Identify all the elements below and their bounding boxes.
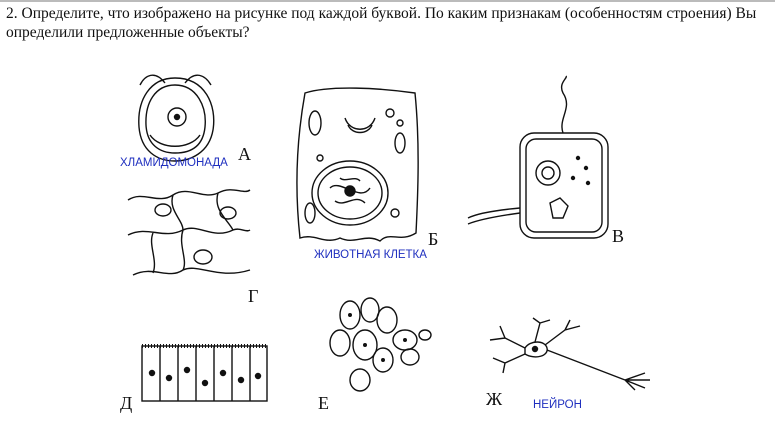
chlamydomonas-drawing: [138, 74, 215, 162]
yeast-drawing: [329, 297, 432, 392]
letter-b: Б: [428, 229, 439, 249]
answer-zh: НЕЙРОН: [533, 399, 582, 411]
letter-e: Е: [318, 393, 329, 413]
letter-zh: Ж: [486, 389, 503, 409]
plant-cell-drawing: [467, 75, 609, 239]
divider: [0, 0, 775, 2]
neuron-drawing: [489, 317, 650, 391]
epidermis-drawing: [127, 189, 251, 276]
letter-g: Г: [248, 286, 259, 306]
answer-a: ХЛАМИДОМОНАДА: [120, 157, 228, 169]
epithelium-drawing: [141, 344, 268, 402]
letter-d: Д: [120, 393, 133, 413]
letter-v: В: [612, 226, 625, 246]
answer-b: ЖИВОТНАЯ КЛЕТКА: [314, 249, 427, 261]
letter-a: А: [238, 144, 251, 164]
question-text: 2. Определите, что изображено на рисунке…: [6, 5, 757, 41]
animal-cell-drawing: [296, 87, 419, 242]
